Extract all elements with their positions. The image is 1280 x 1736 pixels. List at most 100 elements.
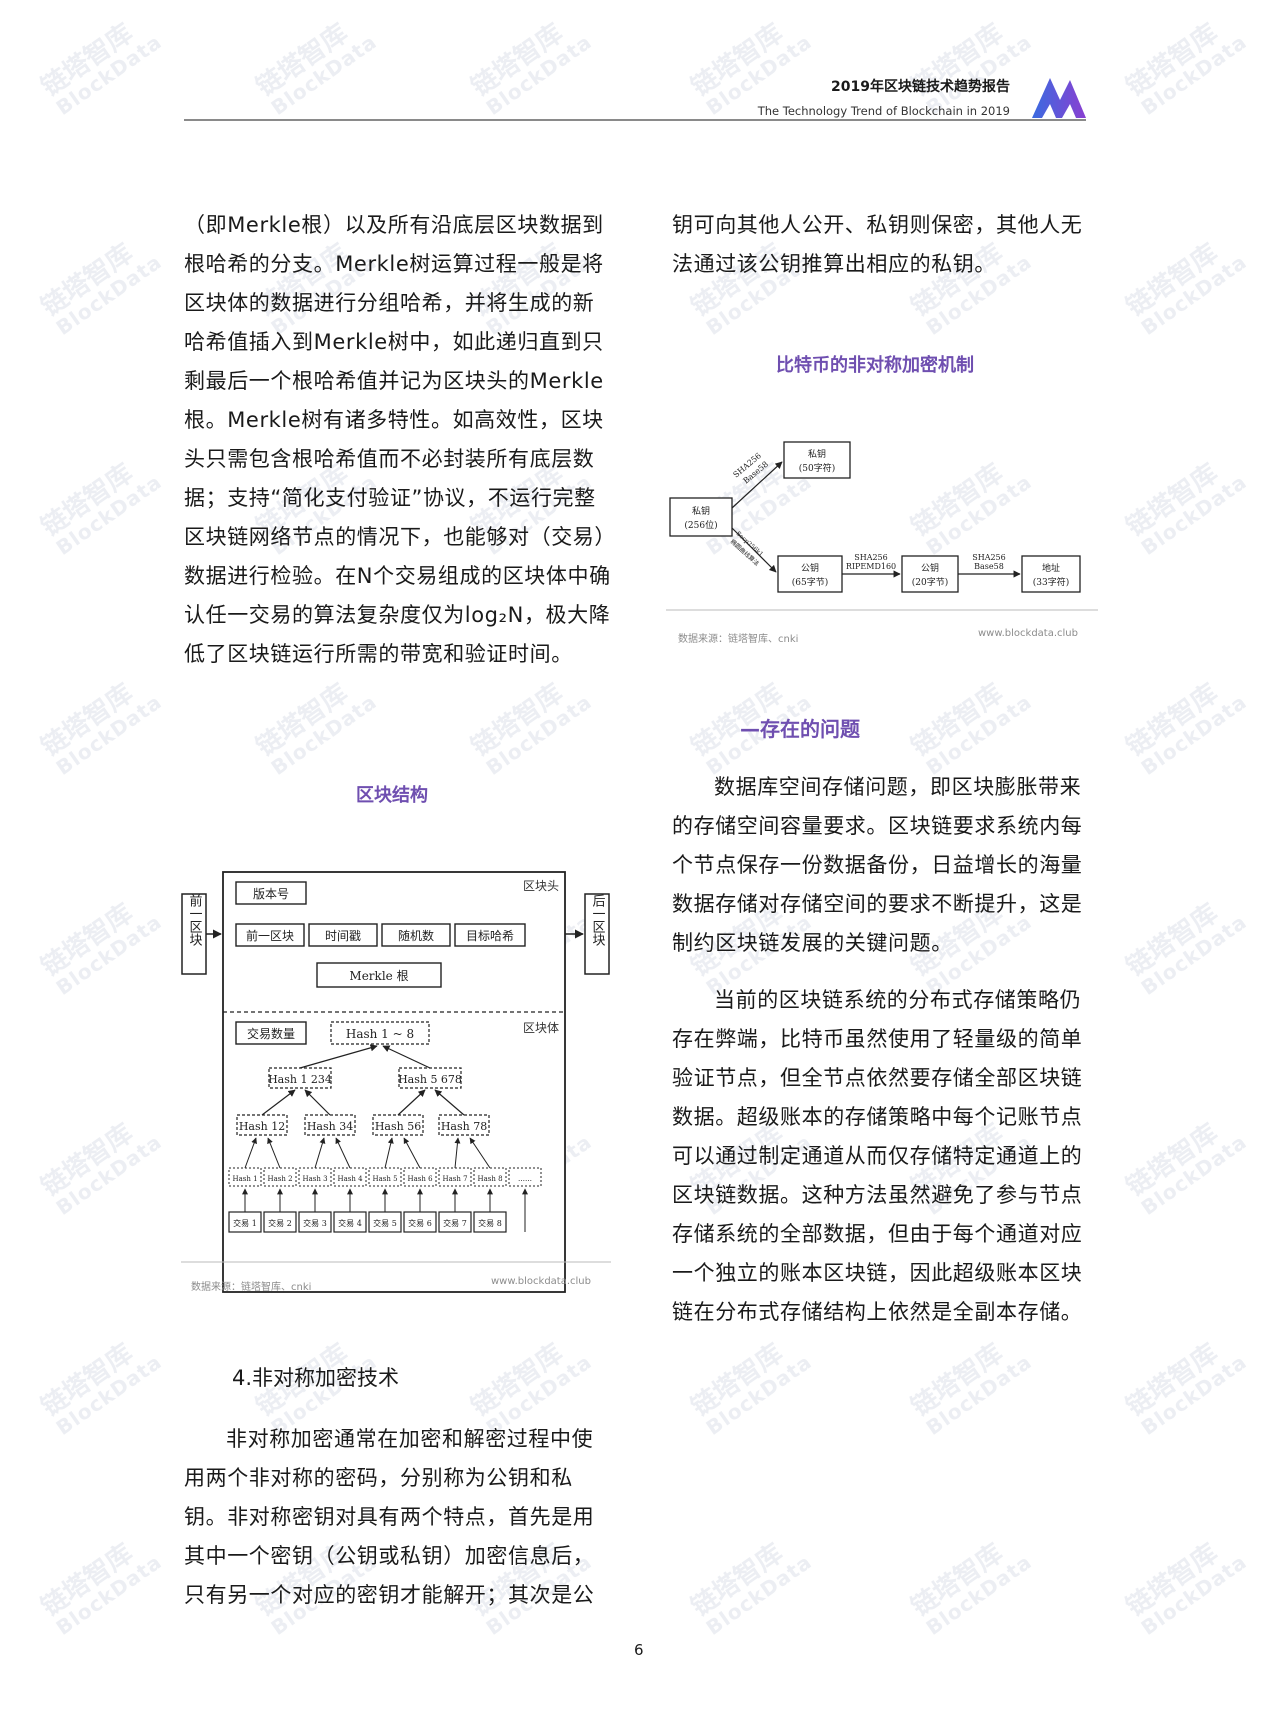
hash-1-8-label: Hash 1 ~ 8 — [346, 1027, 414, 1041]
left-column: （即Merkle根）以及所有沿底层区块数据到根哈希的分支。Merkle树运算过程… — [184, 206, 614, 674]
leaf-hash-label: Hash 4 — [337, 1175, 363, 1183]
hash-56-label: Hash 56 — [375, 1120, 421, 1133]
transaction-label: 交易 8 — [478, 1218, 502, 1228]
leaf-arrow — [314, 1137, 326, 1169]
transaction-label: 交易 7 — [443, 1218, 467, 1228]
leaf-arrow — [267, 1137, 281, 1169]
transaction-label: 交易 1 — [233, 1218, 257, 1228]
hash-34-label: Hash 34 — [307, 1120, 353, 1133]
leaf-hash-label: Hash 7 — [442, 1175, 467, 1183]
report-subtitle: The Technology Trend of Blockchain in 20… — [757, 104, 1010, 118]
public-key-20-sub: (20字节) — [912, 576, 948, 588]
paragraph-distributed-storage: 当前的区块链系统的分布式存储策略仍存在弊端，比特币虽然使用了轻量级的简单验证节点… — [672, 988, 1083, 1324]
leaf-arrow — [469, 1137, 491, 1169]
transaction-label: 交易 2 — [268, 1218, 292, 1228]
leaf-arrow — [403, 1137, 421, 1169]
nonce-label: 随机数 — [398, 928, 434, 943]
public-key-20-label: 公钥 — [921, 562, 939, 574]
leaf-hash-box — [508, 1167, 542, 1187]
private-key-50-sub: (50字符) — [799, 462, 835, 474]
block-figure-url: www.blockdata.club — [491, 1276, 591, 1287]
private-key-50-label: 私钥 — [808, 448, 826, 460]
public-key-65-label: 公钥 — [801, 562, 819, 574]
bitcoin-crypto-diagram: 私钥 (256位) 私钥 (50字符) 公钥 (65字节) 公钥 (20字节) … — [666, 441, 1098, 611]
leaf-hash-label: Hash 6 — [407, 1175, 433, 1183]
header-divider — [184, 119, 1086, 121]
leaf-hash-label: …… — [518, 1175, 532, 1183]
paragraph-merkle: （即Merkle根）以及所有沿底层区块数据到根哈希的分支。Merkle树运算过程… — [184, 213, 611, 666]
leaf-arrow — [244, 1137, 257, 1169]
edge-mid1b-label: RIPEMD160 — [846, 562, 896, 571]
paragraph-storage-issue: 数据库空间存储问题，即区块膨胀带来的存储空间容量要求。区块链要求系统内每个节点保… — [672, 775, 1083, 955]
hash-78-label: Hash 78 — [441, 1120, 487, 1133]
page-number: 6 — [634, 1641, 644, 1659]
private-key-256-label: 私钥 — [692, 505, 710, 517]
leaf-arrow — [384, 1137, 394, 1169]
public-key-65-sub: (65字节) — [792, 576, 828, 588]
paragraph-public-key: 钥可向其他人公开、私钥则保密，其他人无法通过该公钥推算出相应的私钥。 — [672, 213, 1083, 276]
target-hash-label: 目标哈希 — [466, 928, 514, 943]
left-column-lower: 非对称加密通常在加密和解密过程中使用两个非对称的密码，分别称为公钥和私钥。非对称… — [184, 1420, 614, 1615]
prev-block-label: 前一区块 — [187, 893, 203, 947]
transaction-label: 交易 3 — [303, 1218, 327, 1228]
crypto-figure-source: 数据来源：链塔智库、cnki — [678, 634, 799, 645]
leaf-hash-label: Hash 2 — [267, 1175, 292, 1183]
hash-5678-label: Hash 5 678 — [398, 1073, 462, 1086]
tx-count-label: 交易数量 — [247, 1026, 295, 1041]
leaf-hash-label: Hash 5 — [372, 1175, 397, 1183]
prev-hash-label: 前一区块 — [246, 928, 294, 943]
timestamp-label: 时间戳 — [325, 929, 361, 943]
transaction-label: 交易 5 — [373, 1218, 397, 1228]
transaction-label: 交易 6 — [408, 1218, 432, 1228]
figure-title-bitcoin-crypto: 比特币的非对称加密机制 — [776, 355, 974, 376]
address-sub: (33字符) — [1033, 576, 1069, 588]
leaf-arrow — [335, 1137, 351, 1169]
hash-1234-label: Hash 1 234 — [268, 1073, 332, 1086]
merkle-root-label: Merkle 根 — [349, 969, 408, 983]
edge-mid2b-label: Base58 — [974, 562, 1004, 571]
leaf-hash-label: Hash 8 — [477, 1175, 502, 1183]
block-structure-diagram: 前一区块 后一区块 区块头 区块体 版本号 前一区块 时间戳 随机数 目标哈希 … — [181, 871, 611, 1293]
blockdata-logo-icon — [1032, 78, 1086, 118]
section-title-issues: —存在的问题 — [740, 717, 860, 741]
right-column: 钥可向其他人公开、私钥则保密，其他人无法通过该公钥推算出相应的私钥。 — [672, 206, 1092, 284]
hash-12-label: Hash 12 — [239, 1120, 285, 1133]
transaction-label: 交易 4 — [338, 1218, 362, 1228]
address-label: 地址 — [1042, 562, 1060, 574]
report-title: 2019年区块链技术趋势报告 — [831, 79, 1010, 95]
section-heading-asymmetric: 4.非对称加密技术 — [232, 1366, 400, 1390]
crypto-figure-url: www.blockdata.club — [978, 628, 1078, 639]
figure-title-block-structure: 区块结构 — [356, 785, 428, 806]
leaf-hash-label: Hash 3 — [302, 1175, 327, 1183]
next-block-label: 后一区块 — [590, 894, 606, 947]
version-label: 版本号 — [253, 887, 289, 901]
block-figure-source: 数据来源：链塔智库、cnki — [191, 1282, 312, 1293]
private-key-256-sub: (256位) — [684, 519, 717, 531]
right-column-lower: 数据库空间存储问题，即区块膨胀带来的存储空间容量要求。区块链要求系统内每个节点保… — [672, 768, 1092, 1332]
